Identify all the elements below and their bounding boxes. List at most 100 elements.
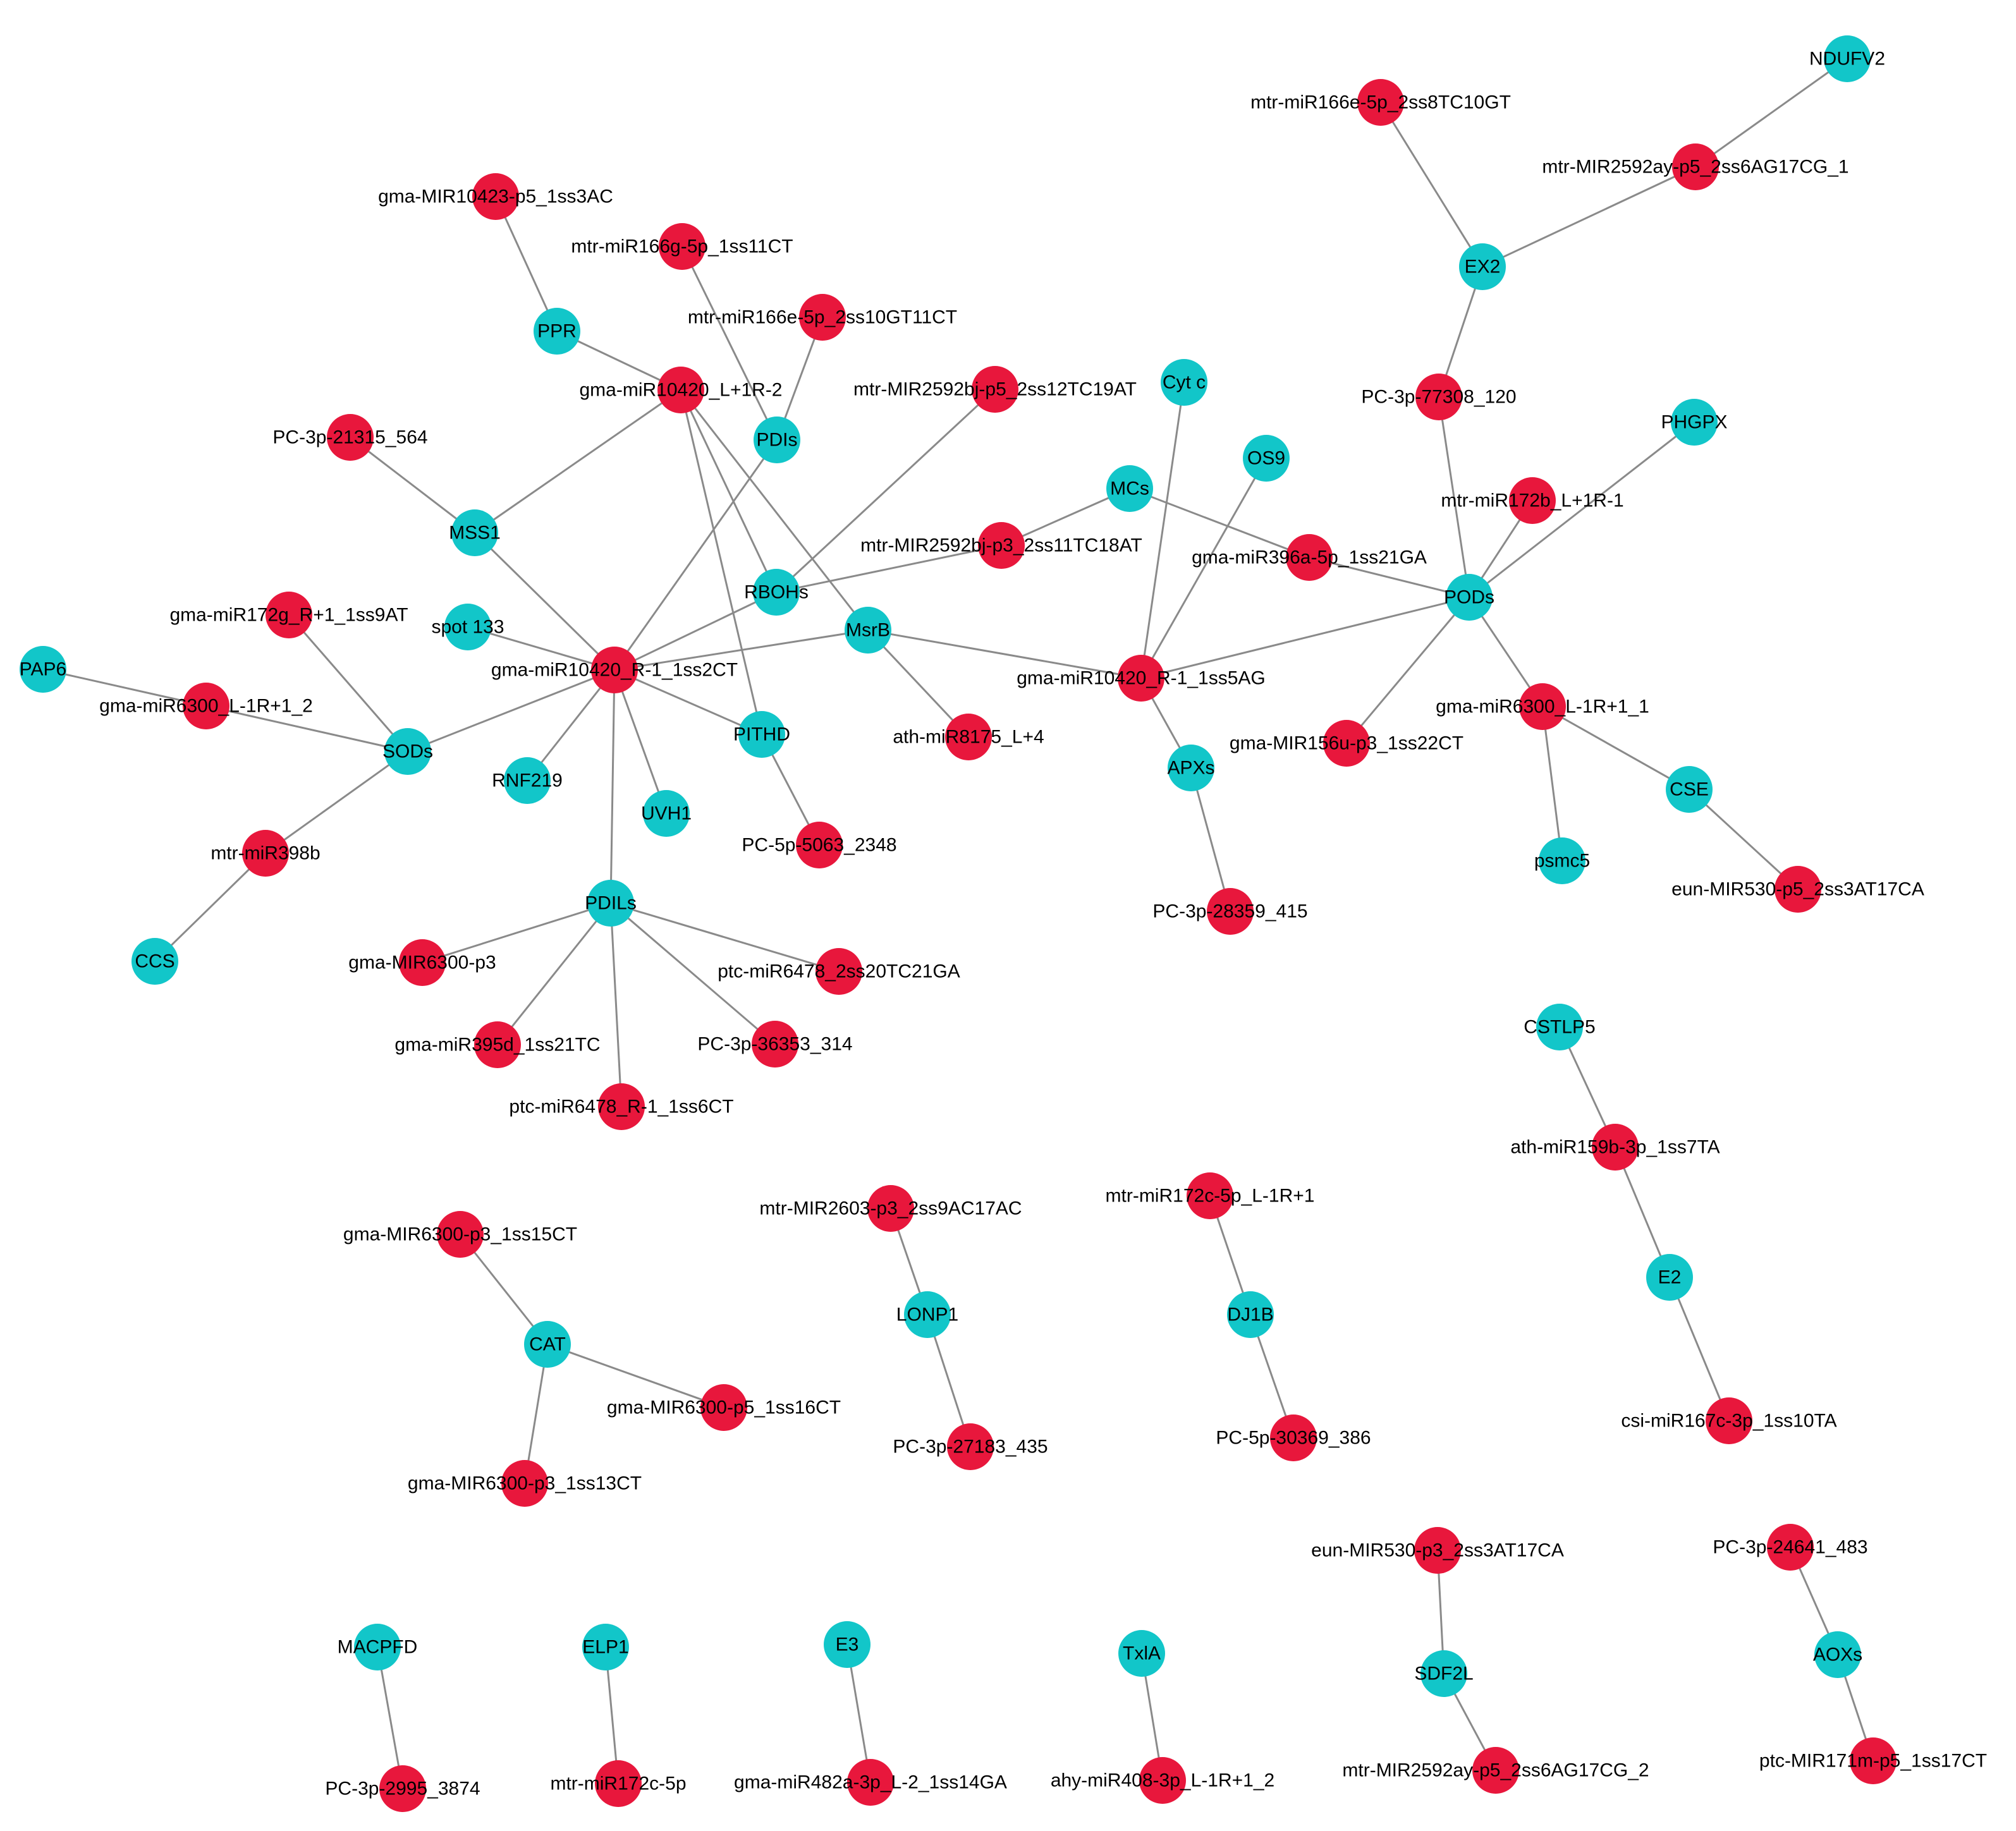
- node-label-gma-mir395d-1ss21tc: gma-miR395d_1ss21TC: [394, 1035, 600, 1055]
- node-label-msrb: MsrB: [846, 620, 890, 641]
- mirna-node-gma-mir395d-1ss21tc: [474, 1021, 521, 1068]
- edge-gma-mir6300-l-1r-1-2--sods: [205, 705, 408, 753]
- node-label-eun-mir530-p5-2ss3at17ca: eun-MIR530-p5_2ss3AT17CA: [1671, 879, 1924, 900]
- mirna-node-gma-mir6300-p5-1ss16ct: [700, 1384, 747, 1431]
- gene-node-cat: [524, 1321, 571, 1368]
- edge-cse--eun-mir530-p5-2ss3at17ca: [1688, 788, 1799, 891]
- gene-node-lonp1: [904, 1291, 951, 1338]
- gene-node-msrb: [845, 607, 891, 654]
- mirna-node-gma-mir482a-3p-l-2-1ss14ga: [847, 1759, 894, 1806]
- edge-cat--gma-mir6300-p3-1ss13ct: [523, 1344, 549, 1484]
- mirna-node-pc-3p-77308-120: [1415, 374, 1462, 420]
- gene-node-spot-133: [444, 604, 491, 650]
- node-label-csi-mir167c-3p-1ss10ta: csi-miR167c-3p_1ss10TA: [1621, 1411, 1836, 1432]
- node-label-pc-3p-21315-564: PC-3p-21315_564: [272, 427, 427, 448]
- edge-mcs--gma-mir396a-5p-1ss21ga: [1129, 487, 1310, 559]
- edge-ath-mir159b-3p-1ss7ta--e2: [1614, 1147, 1671, 1278]
- edge-mcs--mtr-mir2592bj-p3-2ss11tc18at: [1001, 487, 1130, 547]
- node-label-psmc5: psmc5: [1534, 851, 1590, 872]
- gene-node-aoxs: [1814, 1631, 1861, 1678]
- mirna-node-gma-mir10423-p5-1ss3ac: [472, 173, 519, 220]
- node-label-uvh1: UVH1: [641, 803, 692, 824]
- node-label-gma-mir6300-p3-1ss15ct: gma-MIR6300-p3_1ss15CT: [343, 1224, 577, 1245]
- gene-node-ex2: [1459, 243, 1506, 290]
- edge-gma-mir10420-r-1-1ss2ct--rnf219: [526, 669, 616, 781]
- node-label-pc-3p-24641-483: PC-3p-24641_483: [1713, 1537, 1867, 1558]
- node-label-pdils: PDILs: [585, 893, 637, 914]
- gene-node-ppr: [534, 308, 580, 355]
- edge-pdils--pc-3p-36353-314: [610, 902, 776, 1045]
- gene-node-sods: [384, 728, 431, 775]
- node-label-pc-3p-27183-435: PC-3p-27183_435: [893, 1437, 1048, 1457]
- gene-node-e3: [824, 1621, 871, 1668]
- edge-pdis--gma-mir10420-r-1-1ss2ct: [613, 439, 778, 671]
- edge-pods--gma-mir396a-5p-1ss21ga: [1309, 556, 1470, 599]
- mirna-node-ahy-mir408-3p-l-1r-1-2: [1139, 1757, 1186, 1804]
- gene-node-macpfd: [354, 1624, 401, 1670]
- mirna-node-eun-mir530-p5-2ss3at17ca: [1775, 866, 1821, 913]
- edge-mtr-mir398b--ccs: [154, 852, 267, 963]
- mirna-node-eun-mir530-p3-2ss3at17ca: [1414, 1527, 1461, 1574]
- edge-rbohs--gma-mir10420-l-1r-2: [680, 389, 778, 593]
- mirna-node-mtr-mir398b: [242, 830, 289, 877]
- node-label-ptc-mir6478-2ss20tc21ga: ptc-miR6478_2ss20TC21GA: [718, 961, 960, 982]
- edge-gma-mir10420-r-1-1ss2ct--pithd: [614, 669, 762, 736]
- node-label-mtr-mir2603-p3-2ss9ac17ac: mtr-MIR2603-p3_2ss9AC17AC: [759, 1198, 1022, 1219]
- gene-node-mss1: [451, 509, 498, 556]
- node-label-mss1: MSS1: [449, 523, 501, 544]
- mirna-node-mtr-mir2603-p3-2ss9ac17ac: [867, 1185, 914, 1232]
- mirna-node-gma-mir156u-p3-1ss22ct: [1323, 720, 1370, 767]
- edge-gma-mir6300-l-1r-1-1--cse: [1542, 705, 1690, 791]
- node-label-dj1b: DJ1B: [1227, 1305, 1273, 1325]
- gene-node-ccs: [131, 938, 178, 985]
- edge-macpfd--pc-3p-2995-3874: [376, 1646, 404, 1789]
- node-layer: NDUFV2mtr-miR166e-5p_2ss8TC10GTmtr-MIR25…: [20, 35, 1987, 1812]
- node-label-gma-mir6300-l-1r-1-2: gma-miR6300_L-1R+1_2: [99, 696, 313, 717]
- gene-node-pdis: [754, 417, 800, 463]
- gene-node-pap6: [20, 646, 66, 693]
- node-label-gma-mir6300-p3-1ss13ct: gma-MIR6300-p3_1ss13CT: [408, 1473, 642, 1494]
- node-label-pap6: PAP6: [20, 659, 67, 680]
- mirna-node-mtr-mir2592bj-p5-2ss12tc19at: [972, 366, 1018, 413]
- node-label-pc-3p-28359-415: PC-3p-28359_415: [1152, 901, 1307, 922]
- edge-pc-3p-21315-564--mss1: [350, 436, 475, 534]
- gene-node-e2: [1646, 1254, 1693, 1301]
- node-label-cat: CAT: [529, 1334, 566, 1355]
- node-label-ptc-mir171m-p5-1ss17ct: ptc-MIR171m-p5_1ss17CT: [1759, 1751, 1987, 1772]
- node-label-ath-mir8175-l-4: ath-miR8175_L+4: [893, 727, 1044, 748]
- node-label-pc-3p-2995-3874: PC-3p-2995_3874: [325, 1779, 480, 1799]
- node-label-ndufv2: NDUFV2: [1809, 49, 1885, 70]
- gene-node-phgpx: [1671, 399, 1718, 446]
- mirna-node-gma-mir6300-p3-1ss15ct: [437, 1211, 484, 1258]
- edge-gma-mir10420-l-1r-2--mss1: [474, 389, 681, 534]
- edge-os9--gma-mir10420-r-1-1ss5ag: [1140, 458, 1268, 679]
- edge-gma-mir10420-r-1-1ss2ct--sods: [407, 669, 615, 753]
- edge-mtr-mir2592ay-p5-2ss6ag17cg-1--ex2: [1482, 166, 1696, 268]
- node-label-gma-mir6300-l-1r-1-1: gma-miR6300_L-1R+1_1: [1436, 697, 1649, 717]
- node-label-eun-mir530-p3-2ss3at17ca: eun-MIR530-p3_2ss3AT17CA: [1311, 1540, 1564, 1561]
- gene-node-pdils: [587, 880, 634, 927]
- edge-mtr-mir166e-5p-2ss8tc10gt--ex2: [1379, 102, 1484, 267]
- mirna-node-csi-mir167c-3p-1ss10ta: [1706, 1397, 1752, 1444]
- gene-node-cyt-c: [1161, 359, 1207, 406]
- node-label-cyt-c: Cyt c: [1163, 372, 1206, 393]
- node-label-macpfd: MACPFD: [338, 1637, 418, 1658]
- node-label-mtr-mir2592bj-p5-2ss12tc19at: mtr-MIR2592bj-p5_2ss12TC19AT: [853, 379, 1137, 400]
- edge-pdils--ptc-mir6478-2ss20tc21ga: [610, 902, 840, 973]
- node-label-mtr-mir166g-5p-1ss11ct: mtr-miR166g-5p_1ss11CT: [571, 236, 793, 257]
- mirna-node-pc-3p-28359-415: [1207, 888, 1254, 935]
- node-label-mtr-mir172c-5p: mtr-miR172c-5p: [550, 1773, 686, 1794]
- gene-node-cstlp5: [1536, 1004, 1583, 1050]
- mirna-node-mtr-mir2592ay-p5-2ss6ag17cg-2: [1472, 1747, 1519, 1794]
- mirna-node-pc-3p-2995-3874: [379, 1765, 426, 1812]
- node-label-cse: CSE: [1670, 779, 1709, 800]
- edge-msrb--ath-mir8175-l-4: [867, 629, 970, 738]
- mirna-node-mtr-mir2592ay-p5-2ss6ag17cg-1: [1672, 143, 1719, 190]
- edge-spot-133--gma-mir10420-r-1-1ss2ct: [467, 626, 615, 671]
- node-label-cstlp5: CSTLP5: [1524, 1017, 1595, 1038]
- mirna-node-mtr-mir172c-5p: [595, 1760, 642, 1807]
- node-label-mcs: MCs: [1110, 478, 1149, 499]
- edge-mtr-mir2592bj-p3-2ss11tc18at--rbohs: [776, 544, 1002, 593]
- node-label-lonp1: LONP1: [896, 1305, 958, 1325]
